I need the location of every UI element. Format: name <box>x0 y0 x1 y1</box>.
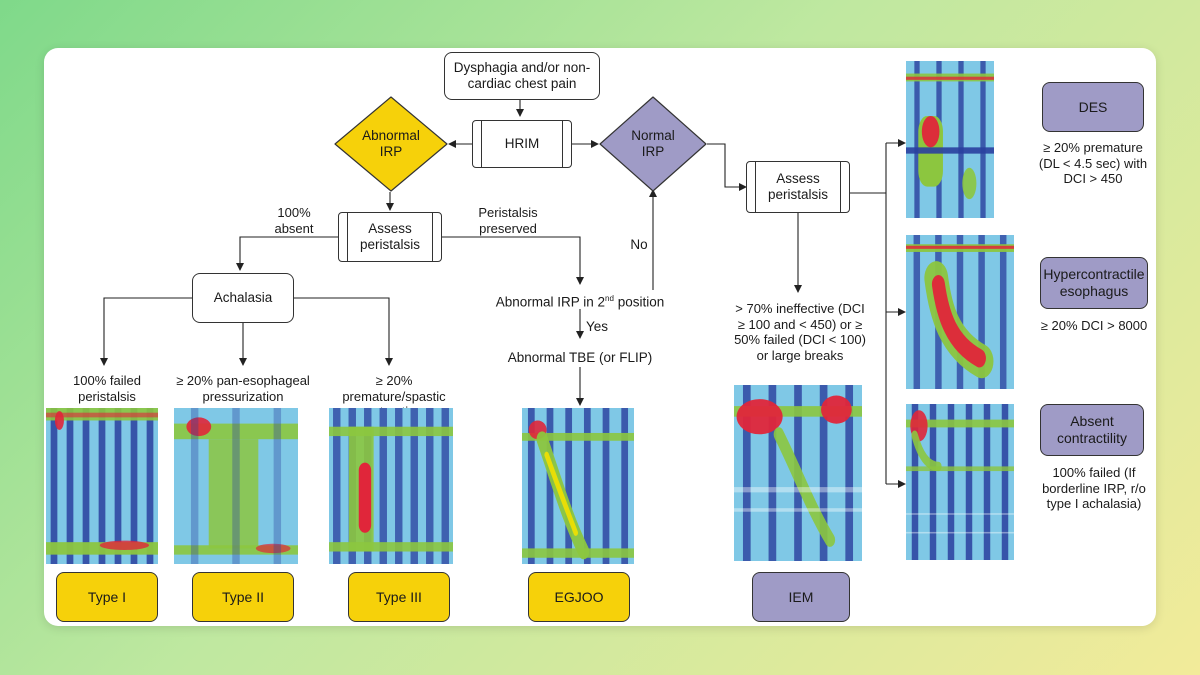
absent-criteria: 100% failed (If borderline IRP, r/o type… <box>1042 465 1146 511</box>
iem-criteria: > 70% ineffective (DCI ≥ 100 and < 450) … <box>734 301 866 363</box>
result-egjoo: EGJOO <box>528 572 630 622</box>
abnormal-irp-label: Abnormal IRP <box>362 128 420 159</box>
assess-peristalsis-left-box: Assess peristalsis <box>338 212 442 262</box>
start-symptoms-box: Dysphagia and/or non-cardiac chest pain <box>444 52 600 100</box>
hrm-plot-type1 <box>46 408 158 564</box>
hrm-plot-type3 <box>329 408 453 564</box>
absent-label: 100% absent <box>274 205 314 236</box>
yes-label: Yes <box>585 319 609 334</box>
hrm-plot-egjoo <box>522 408 634 564</box>
abnormal-irp-diamond <box>334 96 448 192</box>
result-iem: IEM <box>752 572 850 622</box>
des-criteria: ≥ 20% premature (DL < 4.5 sec) with DCI … <box>1038 140 1148 186</box>
result-type2: Type II <box>192 572 294 622</box>
result-type1: Type I <box>56 572 158 622</box>
result-absent: Absent contractility <box>1040 404 1144 456</box>
achalasia-box: Achalasia <box>192 273 294 323</box>
hrm-plot-type2 <box>174 408 298 564</box>
abnormal-irp-2nd-label: Abnormal IRP in 2nd position <box>495 294 665 310</box>
hrm-plot-des <box>906 61 994 218</box>
result-des: DES <box>1042 82 1144 132</box>
preserved-label: Peristalsis preserved <box>478 205 538 236</box>
result-type3: Type III <box>348 572 450 622</box>
result-hypercontractile: Hypercontractile esophagus <box>1040 257 1148 309</box>
assess-peristalsis-right-box: Assess peristalsis <box>746 161 850 213</box>
hrm-plot-iem <box>734 385 862 561</box>
abnormal-tbe-label: Abnormal TBE (or FLIP) <box>507 350 653 365</box>
hrm-plot-absent <box>906 404 1014 560</box>
type1-criteria: 100% failed peristalsis <box>73 373 141 404</box>
normal-irp-diamond <box>599 96 707 192</box>
connector-arrows <box>100 100 906 488</box>
diagram-card: Dysphagia and/or non-cardiac chest pain … <box>44 48 1156 626</box>
type2-criteria: ≥ 20% pan-esophageal pressurization <box>176 373 310 404</box>
hrim-box: HRIM <box>472 120 572 168</box>
no-label: No <box>630 237 648 252</box>
normal-irp-label: Normal IRP <box>631 128 675 159</box>
hrm-plot-hypercontractile <box>906 235 1014 389</box>
hypercontractile-criteria: ≥ 20% DCI > 8000 <box>1040 318 1148 333</box>
